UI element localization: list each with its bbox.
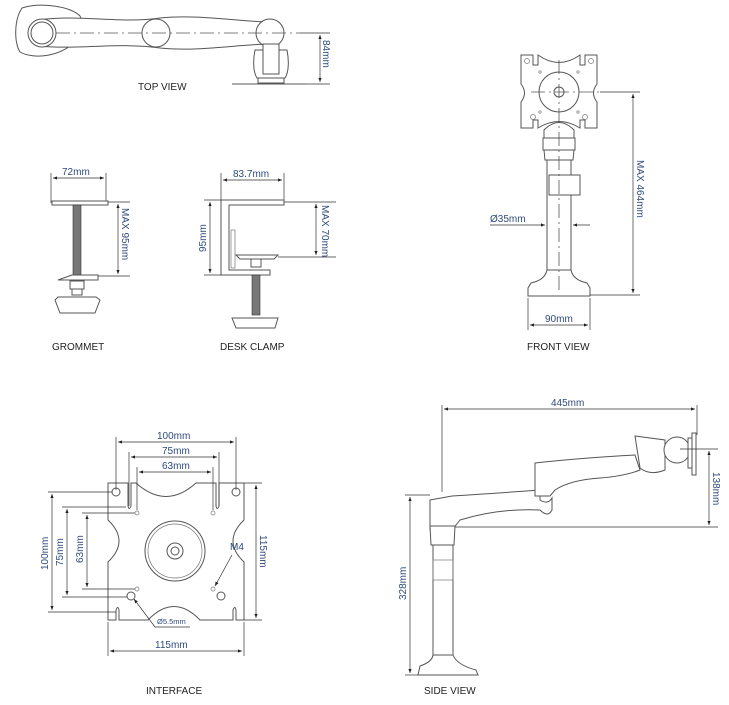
side-view-offset-dim: 138mm bbox=[710, 472, 721, 505]
desk-clamp-knob bbox=[231, 317, 279, 329]
grommet-width-dim: 72mm bbox=[62, 167, 90, 178]
interface-hole-label: Ø5.5mm bbox=[157, 617, 186, 626]
interface-horizontal-dim-100: 100mm bbox=[157, 431, 190, 442]
grommet-title: GROMMET bbox=[52, 342, 104, 353]
interface-horizontal-dim-63: 63mm bbox=[162, 461, 190, 472]
side-view-pole bbox=[432, 544, 454, 656]
desk-clamp-pad bbox=[234, 254, 280, 260]
front-view-pole-diameter-dim: Ø35mm bbox=[490, 214, 526, 225]
interface-thread-label: M4 bbox=[230, 542, 244, 553]
side-view-vesa-plate bbox=[691, 432, 697, 476]
side-view-title: SIDE VIEW bbox=[424, 686, 476, 697]
desk-clamp-threaded-rod bbox=[251, 274, 261, 316]
interface-plate-width-dim: 115mm bbox=[155, 640, 188, 651]
side-view-base bbox=[417, 654, 479, 676]
grommet-top-plate bbox=[51, 200, 109, 206]
grommet-threaded-rod bbox=[72, 204, 82, 276]
top-view-height-dim: 84mm bbox=[320, 40, 331, 68]
side-view-collar bbox=[429, 525, 456, 546]
front-view-base-width-dim: 90mm bbox=[545, 314, 573, 325]
interface-title: INTERFACE bbox=[146, 686, 202, 697]
side-view-head-arm bbox=[634, 435, 666, 474]
desk-clamp-view: 83.7mm 95mm MAX 70mm DESK CLAMP bbox=[198, 169, 336, 353]
side-view-upper-arm bbox=[534, 454, 641, 497]
side-view-lower-arm bbox=[429, 489, 553, 531]
interface-view: 100mm 75mm 63mm 100mm 75mm 63mm 115mm 11… bbox=[40, 431, 268, 697]
side-view-tilt-ball bbox=[663, 436, 691, 464]
grommet-bottom-plate bbox=[57, 274, 99, 281]
side-view: 445mm 328mm 138mm SIDE VIEW bbox=[398, 398, 721, 697]
front-view-title: FRONT VIEW bbox=[527, 342, 590, 353]
front-view-max-height-dim: MAX 464mm bbox=[634, 160, 645, 218]
interface-vertical-dim-63: 63mm bbox=[75, 535, 86, 563]
front-view-collar bbox=[543, 149, 575, 161]
grommet-knob bbox=[54, 296, 101, 314]
desk-clamp-height-dim: 95mm bbox=[198, 224, 209, 252]
interface-plate-height-dim: 115mm bbox=[257, 535, 268, 568]
top-view: 84mm TOP VIEW bbox=[15, 4, 331, 93]
top-view-pivot-1 bbox=[27, 18, 57, 48]
desk-clamp-max-thickness-dim: MAX 70mm bbox=[319, 205, 330, 257]
interface-vertical-dim-75: 75mm bbox=[55, 538, 66, 566]
front-view-tilt-head bbox=[543, 122, 575, 139]
front-view-height-lock bbox=[548, 174, 581, 196]
desk-clamp-title: DESK CLAMP bbox=[220, 342, 285, 353]
grommet-height-dim: MAX 95mm bbox=[119, 208, 130, 260]
interface-horizontal-dim-75: 75mm bbox=[162, 446, 190, 457]
desk-clamp-width-dim: 83.7mm bbox=[233, 169, 269, 180]
front-view: Ø35mm 90mm MAX 464mm FRONT VIEW bbox=[490, 54, 645, 353]
side-view-height-dim: 328mm bbox=[398, 567, 409, 600]
interface-center-disc bbox=[144, 520, 206, 582]
grommet-view: 72mm MAX 95mm GROMMET bbox=[50, 167, 130, 353]
side-view-reach-dim: 445mm bbox=[551, 398, 584, 409]
top-view-title: TOP VIEW bbox=[138, 82, 187, 93]
interface-vertical-dim-100: 100mm bbox=[40, 537, 51, 570]
